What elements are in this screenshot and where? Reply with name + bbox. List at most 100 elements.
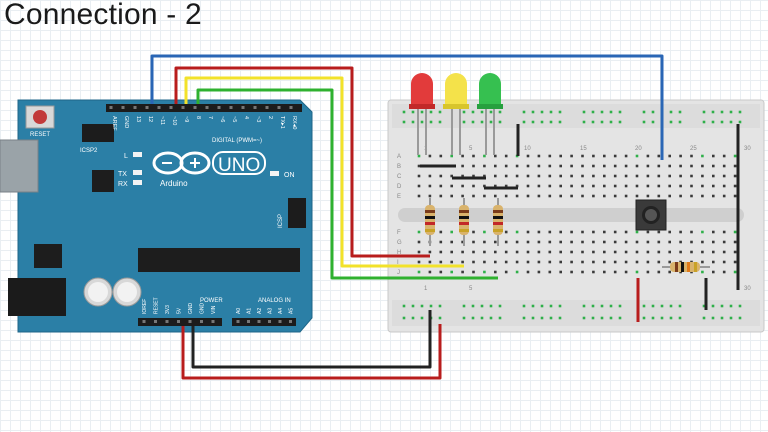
- resistor-icon: [662, 262, 710, 272]
- breadboard-hole: [526, 164, 530, 168]
- tx-led: [133, 170, 142, 175]
- rail-hole: [660, 304, 664, 308]
- breadboard-hole: [439, 240, 443, 244]
- breadboard-hole: [646, 260, 650, 264]
- breadboard-hole: [592, 230, 595, 234]
- breadboard-hole: [461, 250, 464, 254]
- breadboard-hole: [581, 174, 584, 178]
- breadboard-hole: [613, 184, 617, 188]
- breadboard-hole: [461, 194, 464, 198]
- rail-hole: [558, 316, 562, 320]
- rail-hole: [462, 120, 466, 124]
- breadboard-hole: [657, 154, 661, 158]
- push-button-icon: [635, 199, 667, 231]
- breadboard-hole: [537, 164, 541, 168]
- rx-label: RX: [118, 181, 128, 188]
- rail-hole: [651, 120, 655, 124]
- breadboard-hole: [679, 174, 682, 178]
- rail-hole: [702, 110, 706, 114]
- rail-hole: [669, 120, 673, 124]
- breadboard-hole: [559, 260, 562, 264]
- rail-hole: [600, 110, 604, 114]
- rail-hole: [471, 120, 475, 124]
- rail-hole: [498, 110, 502, 114]
- breadboard-hole: [515, 184, 519, 188]
- breadboard-hole: [581, 240, 584, 244]
- breadboard-hole: [504, 194, 508, 198]
- rail-hole: [651, 304, 655, 308]
- col-label-5-bottom: 5: [469, 286, 473, 292]
- breadboard-hole: [559, 194, 562, 198]
- usb-port: [0, 139, 39, 193]
- breadboard-hole: [570, 154, 573, 158]
- breadboard-hole: [548, 260, 552, 264]
- header-pin: [121, 106, 125, 109]
- top-pin-label: 2: [267, 116, 273, 119]
- breadboard-hole: [668, 240, 671, 244]
- breadboard-hole: [668, 194, 671, 198]
- breadboard-hole: [461, 154, 464, 158]
- top-pin-label: 12: [147, 116, 153, 122]
- breadboard-hole: [701, 260, 704, 264]
- rail-hole: [402, 304, 406, 308]
- row-label-a: A: [397, 154, 401, 160]
- breadboard-hole: [603, 240, 606, 244]
- breadboard-hole: [635, 260, 639, 264]
- rail-hole: [522, 110, 526, 114]
- rail-hole: [558, 304, 562, 308]
- breadboard-hole: [701, 194, 704, 198]
- reset-button[interactable]: [33, 110, 47, 124]
- breadboard-hole: [646, 250, 650, 254]
- breadboard-hole: [635, 230, 639, 234]
- rail-hole: [642, 120, 646, 124]
- breadboard-hole: [483, 250, 486, 254]
- rail-hole: [438, 316, 442, 320]
- row-label-g: G: [397, 240, 402, 246]
- breadboard-hole: [635, 154, 639, 158]
- breadboard-hole: [690, 164, 693, 168]
- breadboard-hole: [722, 250, 726, 254]
- analog-pin-label: A3: [268, 308, 274, 314]
- breadboard-hole: [570, 174, 573, 178]
- breadboard-hole: [722, 164, 726, 168]
- breadboard-hole: [515, 270, 519, 274]
- rail-hole: [489, 120, 493, 124]
- rail-hole: [618, 304, 622, 308]
- analog-pin-label: A4: [278, 308, 284, 314]
- breadboard-hole: [483, 174, 486, 178]
- header-pin: [265, 106, 269, 109]
- rail-hole: [609, 316, 613, 320]
- breadboard-hole: [613, 270, 617, 274]
- header-pin: [247, 320, 250, 323]
- row-label-c: C: [397, 174, 402, 180]
- breadboard-hole: [603, 194, 606, 198]
- icsp2-header: [82, 124, 114, 142]
- power-led: [270, 171, 279, 176]
- breadboard-hole: [428, 174, 432, 178]
- breadboard-hole: [733, 154, 737, 158]
- breadboard-hole: [712, 194, 715, 198]
- breadboard-hole: [515, 194, 519, 198]
- breadboard-hole: [483, 240, 486, 244]
- breadboard-hole: [624, 260, 628, 264]
- rail-hole: [609, 110, 613, 114]
- breadboard-hole: [472, 230, 475, 234]
- breadboard-hole: [428, 184, 432, 188]
- breadboard-hole: [570, 164, 573, 168]
- breadboard-hole: [515, 240, 519, 244]
- rail-hole: [582, 110, 586, 114]
- breadboard-hole: [679, 230, 682, 234]
- rail-hole: [471, 110, 475, 114]
- breadboard-hole: [428, 250, 432, 254]
- breadboard-hole: [483, 154, 486, 158]
- top-pin-label: 13: [135, 116, 141, 122]
- breadboard-hole: [570, 240, 573, 244]
- breadboard-hole: [559, 174, 562, 178]
- power-pin-label: 5V: [177, 307, 183, 314]
- rail-hole: [591, 120, 595, 124]
- header-pin: [205, 106, 209, 109]
- breadboard-hole: [701, 230, 704, 234]
- breadboard-hole: [581, 260, 584, 264]
- breadboard-hole: [635, 270, 639, 274]
- header-pin: [289, 106, 293, 109]
